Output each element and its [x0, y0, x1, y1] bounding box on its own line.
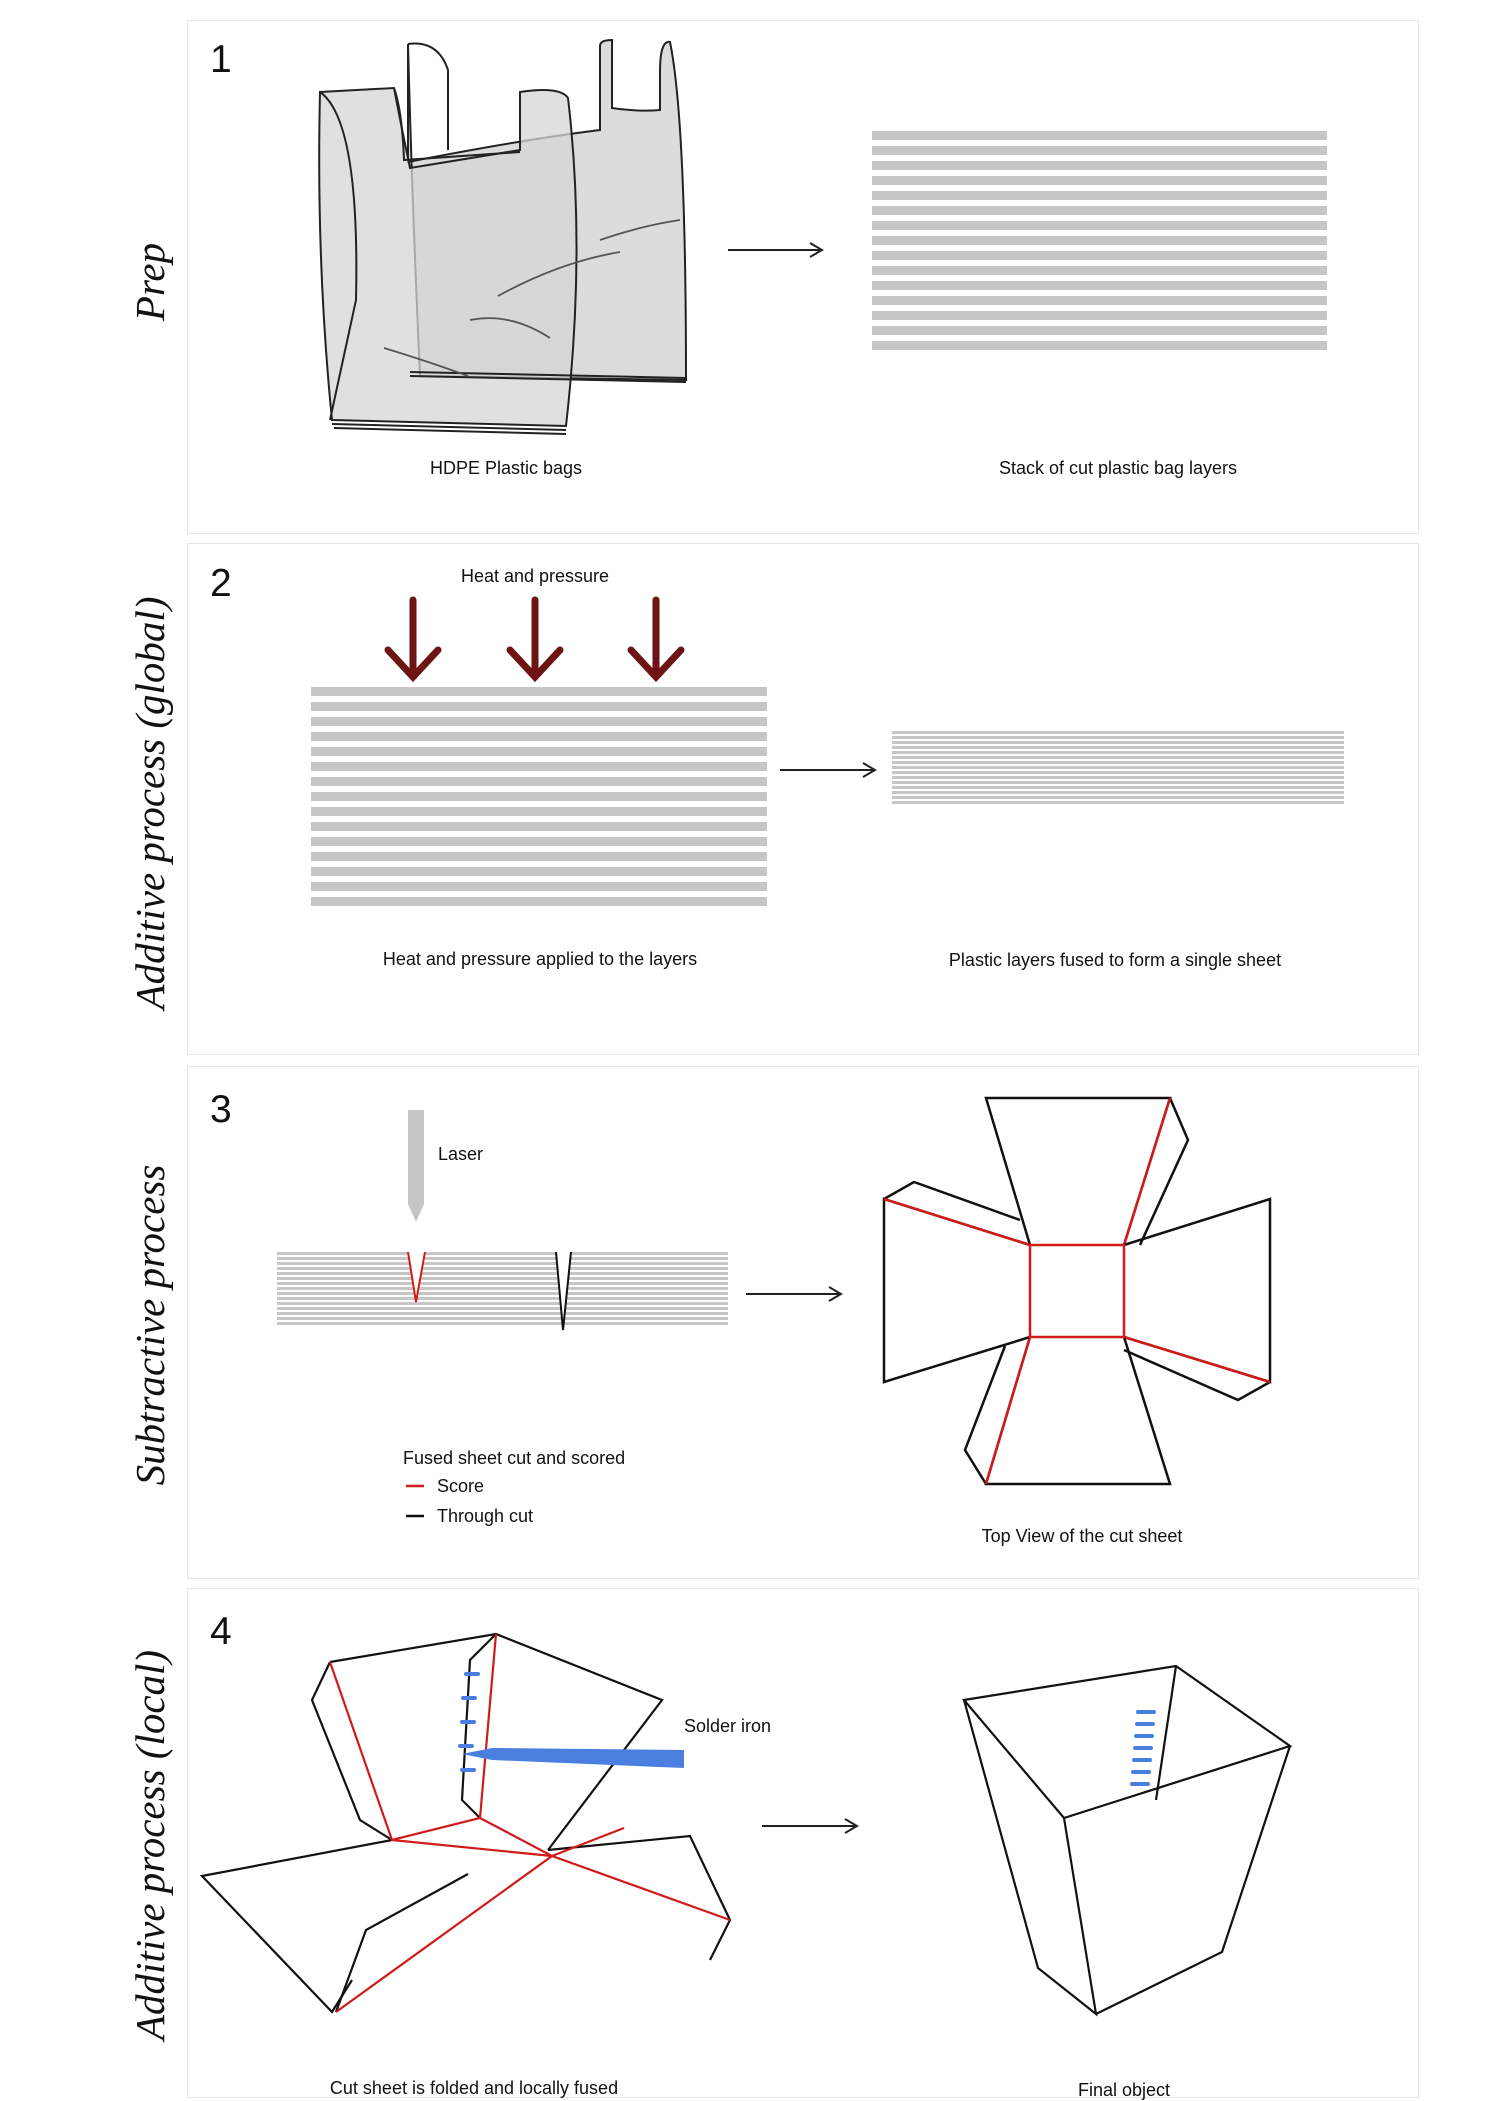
pressed-layer	[311, 852, 767, 861]
heading-heat-pressure: Heat and pressure	[460, 566, 610, 586]
laser-sheet-layer	[277, 1267, 728, 1270]
laser-sheet-layer	[277, 1307, 728, 1310]
laser-sheet-layer	[277, 1312, 728, 1315]
laser-sheet-layer	[277, 1317, 728, 1320]
step-number-2: 2	[210, 562, 232, 605]
fused-layer	[892, 791, 1344, 794]
cut-layer	[872, 266, 1327, 275]
pressed-layer	[311, 792, 767, 801]
pressed-layer	[311, 777, 767, 786]
laser-sheet-layer	[277, 1302, 728, 1305]
cut-layer	[872, 296, 1327, 305]
caption-final-object: Final object	[1077, 2080, 1171, 2100]
layer-stack-fused	[892, 731, 1344, 804]
fused-layer	[892, 731, 1344, 734]
layer-stack-cut	[872, 131, 1327, 350]
step-number-1: 1	[210, 38, 232, 81]
layer-stack-pressed	[311, 687, 767, 906]
laser-tool	[408, 1110, 424, 1222]
fused-layer	[892, 776, 1344, 779]
caption-cut-scored: Fused sheet cut and scored	[403, 1448, 626, 1468]
pressed-layer	[311, 687, 767, 696]
pressed-layer	[311, 732, 767, 741]
pressed-layer	[311, 702, 767, 711]
fused-layer	[892, 761, 1344, 764]
fused-layer	[892, 751, 1344, 754]
cut-layer	[872, 191, 1327, 200]
fused-layer	[892, 781, 1344, 784]
cut-layer	[872, 206, 1327, 215]
cut-layer	[872, 281, 1327, 290]
score-cut	[407, 1251, 426, 1303]
fused-layer	[892, 741, 1344, 744]
pressed-layer	[311, 867, 767, 876]
fused-layer	[892, 766, 1344, 769]
fused-layer	[892, 796, 1344, 799]
laser-sheet-layer	[277, 1272, 728, 1275]
cut-layer	[872, 326, 1327, 335]
solder-seam-left	[458, 1672, 480, 1772]
pressed-layer	[311, 747, 767, 756]
caption-folded-fused: Cut sheet is folded and locally fused	[329, 2078, 619, 2098]
solder-iron-label: Solder iron	[684, 1716, 772, 1736]
fused-layer	[892, 786, 1344, 789]
laser-sheet-layer	[277, 1252, 728, 1255]
laser-sheet-layer	[277, 1277, 728, 1280]
layer-stack-laser	[277, 1252, 728, 1325]
caption-top-view: Top View of the cut sheet	[981, 1526, 1183, 1546]
cut-layer	[872, 131, 1327, 140]
cut-layer	[872, 176, 1327, 185]
laser-sheet-layer	[277, 1257, 728, 1260]
pressed-layer	[311, 807, 767, 816]
solder-iron-tool	[462, 1748, 684, 1768]
legend-lines	[406, 1484, 424, 1518]
caption-heat-applied: Heat and pressure applied to the layers	[382, 949, 698, 969]
laser-sheet-layer	[277, 1297, 728, 1300]
folded-sheet	[199, 1632, 732, 2014]
flow-arrows	[728, 242, 877, 1834]
pressed-layer	[311, 897, 767, 906]
fused-layer	[892, 771, 1344, 774]
pressed-layer	[311, 762, 767, 771]
cut-layer	[872, 311, 1327, 320]
caption-fused-sheet: Plastic layers fused to form a single sh…	[948, 950, 1282, 970]
laser-sheet-layer	[277, 1287, 728, 1290]
caption-plastic-bags: HDPE Plastic bags	[429, 458, 583, 478]
final-object	[961, 1664, 1293, 2017]
laser-label: Laser	[438, 1144, 484, 1164]
plastic-bags-illustration	[318, 38, 688, 435]
cut-layer	[872, 341, 1327, 350]
panel-additive-local	[187, 1588, 1419, 2098]
cut-layer	[872, 146, 1327, 155]
cut-layer	[872, 221, 1327, 230]
pressed-layer	[311, 717, 767, 726]
through-cut	[555, 1251, 572, 1331]
fused-layer	[892, 801, 1344, 804]
legend-through-cut: Through cut	[437, 1506, 534, 1526]
cut-layer	[872, 251, 1327, 260]
fused-layer	[892, 736, 1344, 739]
legend-score: Score	[437, 1476, 485, 1496]
cut-layer	[872, 161, 1327, 170]
cut-layer	[872, 236, 1327, 245]
pressed-layer	[311, 882, 767, 891]
laser-sheet-layer	[277, 1292, 728, 1295]
pressed-layer	[311, 822, 767, 831]
laser-sheet-layer	[277, 1262, 728, 1265]
laser-sheet-layer	[277, 1282, 728, 1285]
pressed-layer	[311, 837, 767, 846]
fused-layer	[892, 756, 1344, 759]
laser-sheet-layer	[277, 1322, 728, 1325]
step-number-4: 4	[210, 1610, 232, 1653]
fused-layer	[892, 746, 1344, 749]
step-number-3: 3	[210, 1088, 232, 1131]
solder-seam-final	[1130, 1710, 1156, 1786]
heat-arrows	[384, 596, 685, 683]
caption-stack-layers: Stack of cut plastic bag layers	[998, 458, 1238, 478]
cut-sheet-top-view	[882, 1096, 1272, 1486]
